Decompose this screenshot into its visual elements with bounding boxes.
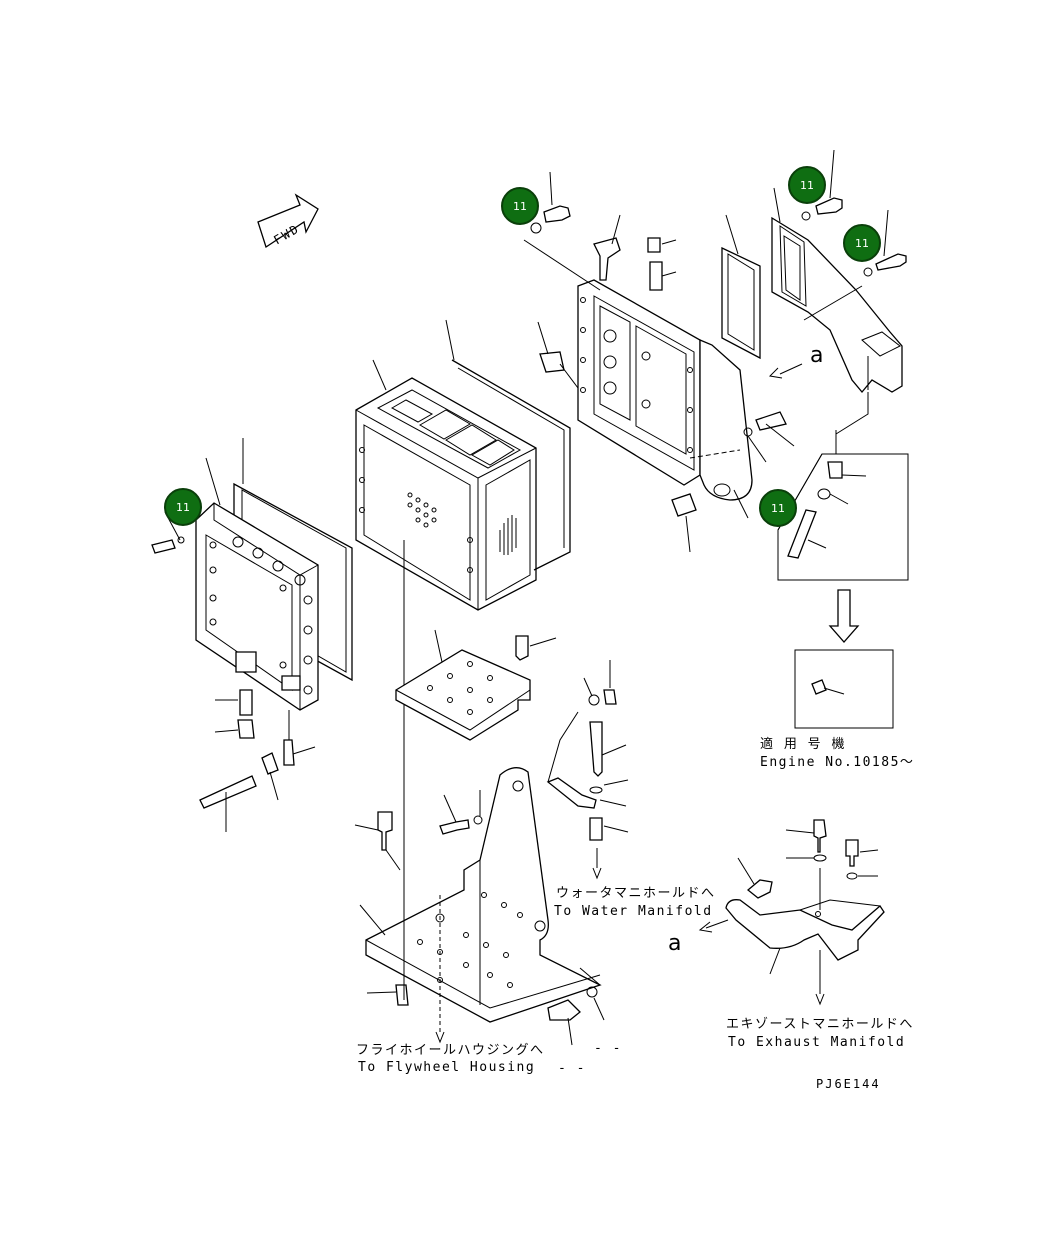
callout-badge[interactable]: 11 bbox=[788, 166, 826, 204]
svg-text:11: 11 bbox=[800, 179, 814, 192]
lower-bracket bbox=[354, 767, 605, 1046]
svg-text:11: 11 bbox=[771, 502, 785, 515]
callout-badge[interactable]: 11 bbox=[164, 488, 202, 526]
dash-mark: - - bbox=[594, 1041, 622, 1056]
callout-badge[interactable]: 11 bbox=[759, 489, 797, 527]
water-manifold-label: To Water Manifold bbox=[554, 904, 713, 919]
ref-a-bottom: a bbox=[668, 931, 681, 956]
exhaust-bracket: a bbox=[579, 819, 885, 1006]
drawing-code: PJ6E144 bbox=[816, 1077, 881, 1091]
svg-text:11: 11 bbox=[176, 501, 190, 514]
detail-box-bottom bbox=[794, 649, 894, 729]
detail-box-top bbox=[777, 430, 909, 581]
fwd-arrow-icon: FWD bbox=[257, 193, 319, 249]
svg-text:11: 11 bbox=[513, 200, 527, 213]
down-arrow-icon bbox=[828, 589, 860, 643]
water-clip-parts bbox=[546, 660, 629, 880]
flywheel-housing-label-jp: フライホイールハウジングへ bbox=[356, 1043, 545, 1058]
upper-right-manifold: a bbox=[721, 149, 907, 435]
left-cover-assembly bbox=[151, 438, 353, 832]
flywheel-housing-label: To Flywheel Housing bbox=[358, 1060, 535, 1075]
callout-badge[interactable]: 11 bbox=[843, 224, 881, 262]
water-manifold-label-jp: ウォータマニホールドへ bbox=[556, 886, 716, 901]
top-manifold bbox=[523, 171, 795, 553]
fwd-label: FWD bbox=[271, 221, 302, 247]
exhaust-manifold-label-jp: エキゾーストマニホールドへ bbox=[726, 1017, 914, 1032]
callout-badge[interactable]: 11 bbox=[501, 187, 539, 225]
applicable-label-jp: 適 用 号 機 bbox=[760, 736, 846, 752]
engine-number-label: Engine No.10185～ bbox=[760, 755, 914, 770]
svg-text:11: 11 bbox=[855, 237, 869, 250]
exhaust-manifold-label: To Exhaust Manifold bbox=[728, 1035, 905, 1050]
ref-a-top: a bbox=[810, 343, 823, 368]
dash-mark: - - bbox=[558, 1061, 586, 1076]
mount-plate bbox=[395, 629, 557, 741]
